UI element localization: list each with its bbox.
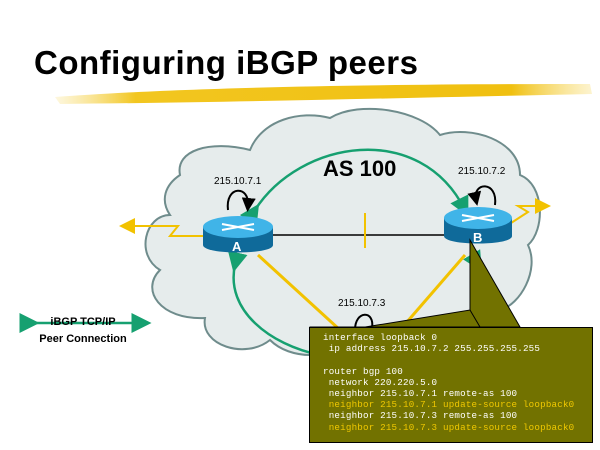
link-a-c xyxy=(256,253,342,332)
peer-session-a-c xyxy=(227,250,321,357)
config-line: ip address 215.10.7.2 255.255.255.255 xyxy=(323,343,541,355)
config-line: neighbor 215.10.7.3 remote-as 100 xyxy=(323,410,518,422)
config-line: network 220.220.5.0 xyxy=(323,376,438,388)
loopback-icon-a xyxy=(226,189,256,212)
router-b-loopback: 215.10.7.2 xyxy=(458,166,506,177)
peer-session-a-b xyxy=(239,148,469,226)
router-b[interactable] xyxy=(444,207,512,244)
router-a[interactable] xyxy=(203,216,273,253)
config-callout: interface loopback 0 ip address 215.10.7… xyxy=(309,327,593,443)
as-label: AS 100 xyxy=(323,156,397,181)
title-underline xyxy=(55,84,592,104)
page-title: Configuring iBGP peers xyxy=(34,44,419,81)
legend-line1: iBGP TCP/IP xyxy=(50,316,116,328)
config-line-highlight: neighbor 215.10.7.3 update-source loopba… xyxy=(323,421,575,433)
router-c-loopback: 215.10.7.3 xyxy=(338,298,386,309)
router-b-label: B xyxy=(473,230,483,245)
config-line-highlight: neighbor 215.10.7.1 update-source loopba… xyxy=(323,399,575,411)
config-line xyxy=(323,354,592,365)
external-link-a xyxy=(119,218,205,237)
loopback-icon-b xyxy=(467,185,497,206)
router-a-loopback: 215.10.7.1 xyxy=(214,176,262,187)
external-link-b xyxy=(507,198,551,226)
config-line: interface loopback 0 xyxy=(323,332,438,343)
config-line: router bgp 100 xyxy=(323,365,403,377)
router-a-label: A xyxy=(232,239,242,254)
loopback-icon-c xyxy=(354,313,374,331)
legend-line2: Peer Connection xyxy=(39,333,127,345)
link-b-c xyxy=(398,254,467,331)
legend: iBGP TCP/IP Peer Connection xyxy=(28,314,138,348)
config-line: neighbor 215.10.7.1 remote-as 100 xyxy=(323,387,518,399)
